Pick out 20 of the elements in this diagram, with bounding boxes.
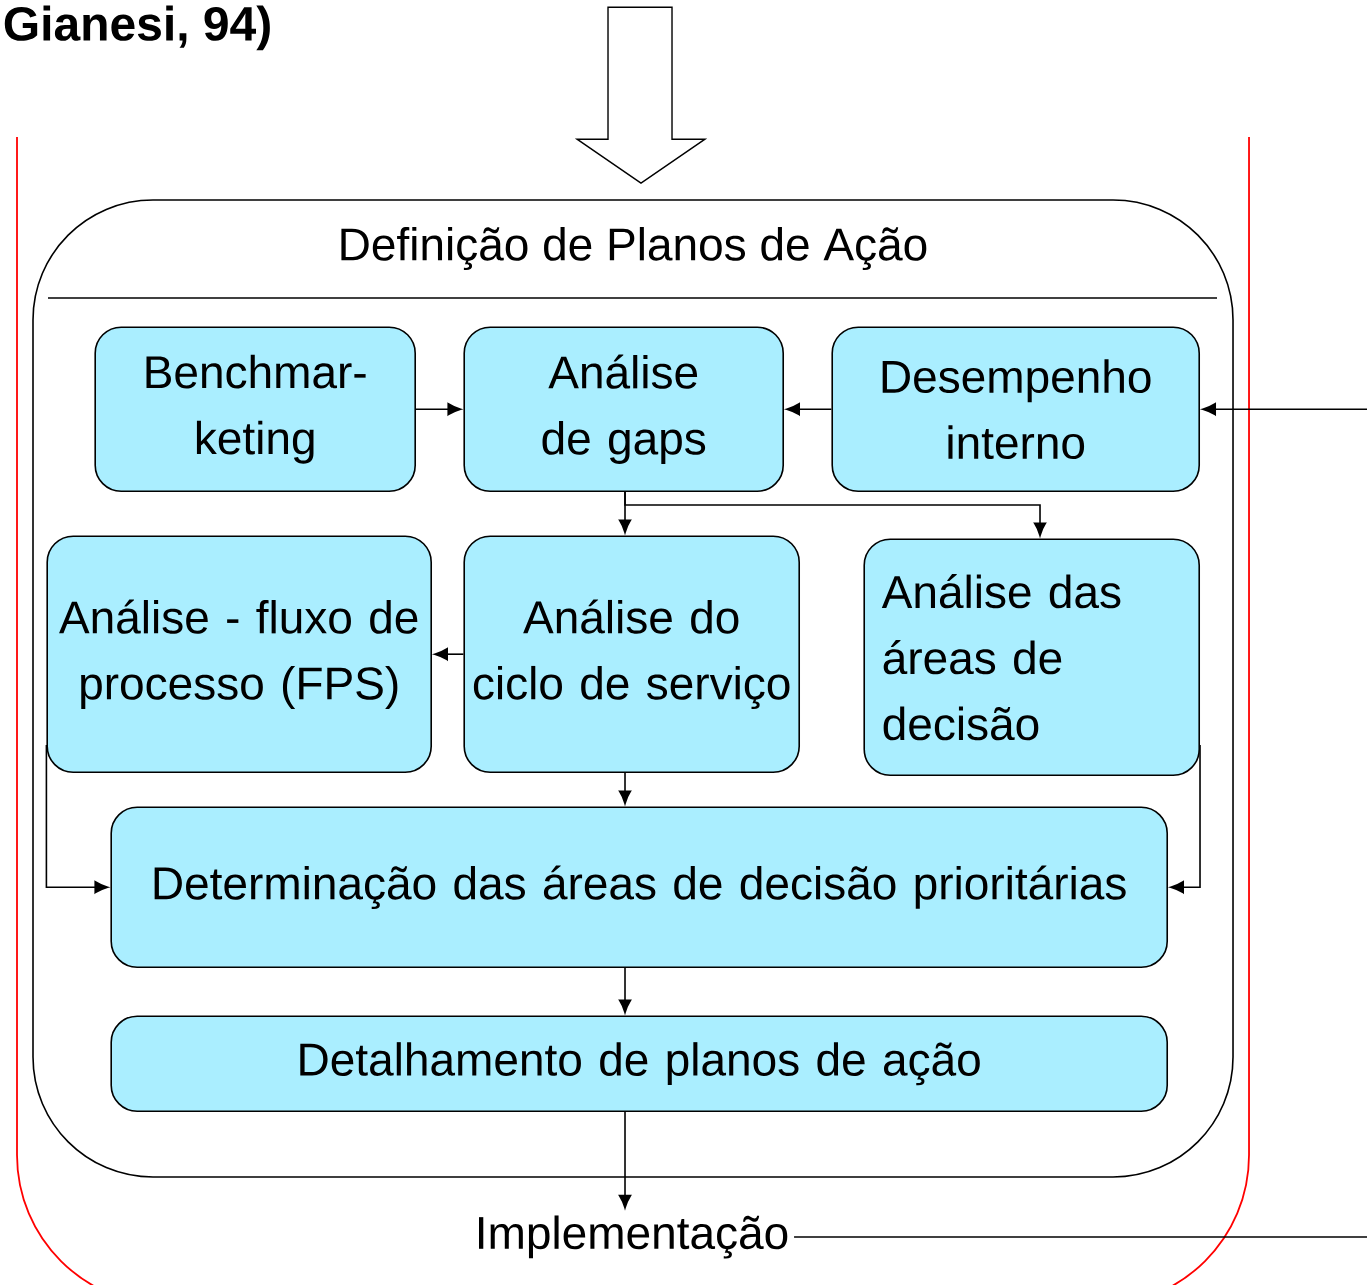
process-box: Análise - fluxo de processo (FPS) <box>46 535 432 773</box>
process-box: Benchmar-keting <box>94 326 416 492</box>
process-box: Desempenho interno <box>831 326 1200 492</box>
arrow <box>434 647 465 661</box>
arrow <box>415 402 462 416</box>
process-box: Detalhamento de planos de ação <box>110 1015 1168 1112</box>
process-box: Análise de gaps <box>463 326 784 492</box>
arrow <box>1170 744 1201 894</box>
arrow <box>1202 402 1367 416</box>
arrow <box>45 744 109 894</box>
arrow <box>618 772 632 805</box>
process-box: Análise das áreas de decisão <box>863 538 1200 776</box>
arrow <box>786 402 833 416</box>
arrow <box>624 491 1047 537</box>
source-text: Gianesi, 94) <box>4 5 270 51</box>
process-box: Determinação das áreas de decisão prioritárias <box>110 806 1168 968</box>
process-box: Análise do ciclo de serviço <box>463 535 800 773</box>
arrow <box>618 1111 632 1209</box>
output-text: Implementação <box>479 1215 788 1259</box>
arrow <box>618 967 632 1014</box>
